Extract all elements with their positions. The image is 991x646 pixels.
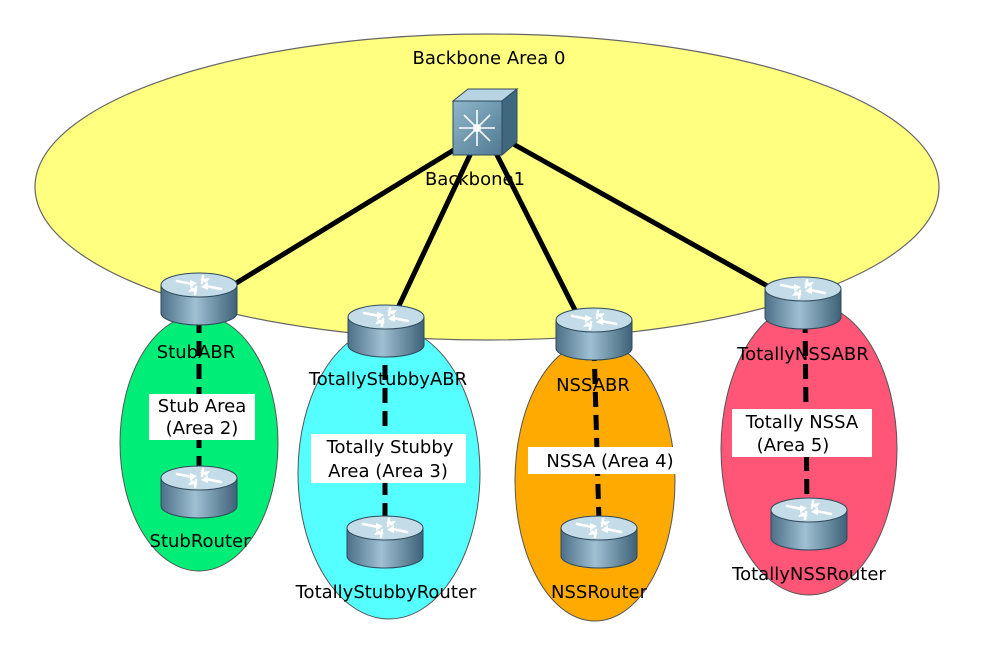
- totallynssabr-router-icon[interactable]: [763, 275, 843, 331]
- totallynssabr-label: TotallyNSSABR: [736, 344, 869, 365]
- stub-area-label-box: [149, 394, 255, 440]
- stub-area-label-line2: (Area 2): [166, 418, 239, 439]
- nssabr-label: NSSABR: [556, 375, 630, 396]
- totallystubbyabr-router-icon[interactable]: [346, 303, 426, 359]
- totally-nssa-area-label-line1: Totally NSSA: [745, 412, 859, 433]
- totally-stubby-area-label-line1: Totally Stubby: [326, 437, 454, 458]
- totally-nssa-area-label-line2: (Area 5): [757, 435, 830, 456]
- multilayer-switch-icon[interactable]: [451, 87, 519, 157]
- totally-stubby-area-label-box: [311, 434, 466, 483]
- stubabr-label: StubABR: [157, 342, 236, 363]
- backbone-links: [217, 142, 783, 323]
- link-backbone-nssabr: [494, 152, 583, 323]
- nssa-area-label-line1: NSSA (Area 4): [546, 451, 673, 472]
- link-backbone-stubabr: [217, 142, 465, 296]
- totally-stubby-area-label-line2: Area (Area 3): [328, 461, 448, 482]
- stub-area-label-line1: Stub Area: [158, 396, 246, 417]
- totallystubbyrouter-label: TotallyStubbyRouter: [295, 582, 477, 603]
- totally-nssa-area-label-box: [732, 409, 872, 457]
- nssa-area-label-box: [528, 447, 691, 474]
- link-nssabr-nssrouter: [591, 345, 602, 523]
- totallynssrouter-router-icon[interactable]: [769, 496, 849, 552]
- totallystubbyabr-label: TotallyStubbyABR: [308, 369, 467, 390]
- totallystubbyrouter-router-icon[interactable]: [345, 514, 425, 570]
- totallynssrouter-label: TotallyNSSRouter: [731, 564, 886, 585]
- stubabr-router-icon[interactable]: [159, 271, 239, 327]
- stubrouter-router-icon[interactable]: [159, 464, 239, 520]
- area-links: [196, 317, 810, 523]
- backbone-area-title: Backbone Area 0: [413, 48, 566, 69]
- nssrouter-router-icon[interactable]: [559, 514, 639, 570]
- backbone-area-ellipse: [34, 33, 940, 341]
- nssabr-router-icon[interactable]: [554, 306, 634, 362]
- stubrouter-label: StubRouter: [150, 531, 252, 552]
- link-backbone-totallystubbyabr: [393, 152, 473, 315]
- link-backbone-totallynssabr: [512, 142, 783, 296]
- backbone1-label: Backbone1: [425, 169, 525, 190]
- nssrouter-label: NSSRouter: [551, 582, 648, 603]
